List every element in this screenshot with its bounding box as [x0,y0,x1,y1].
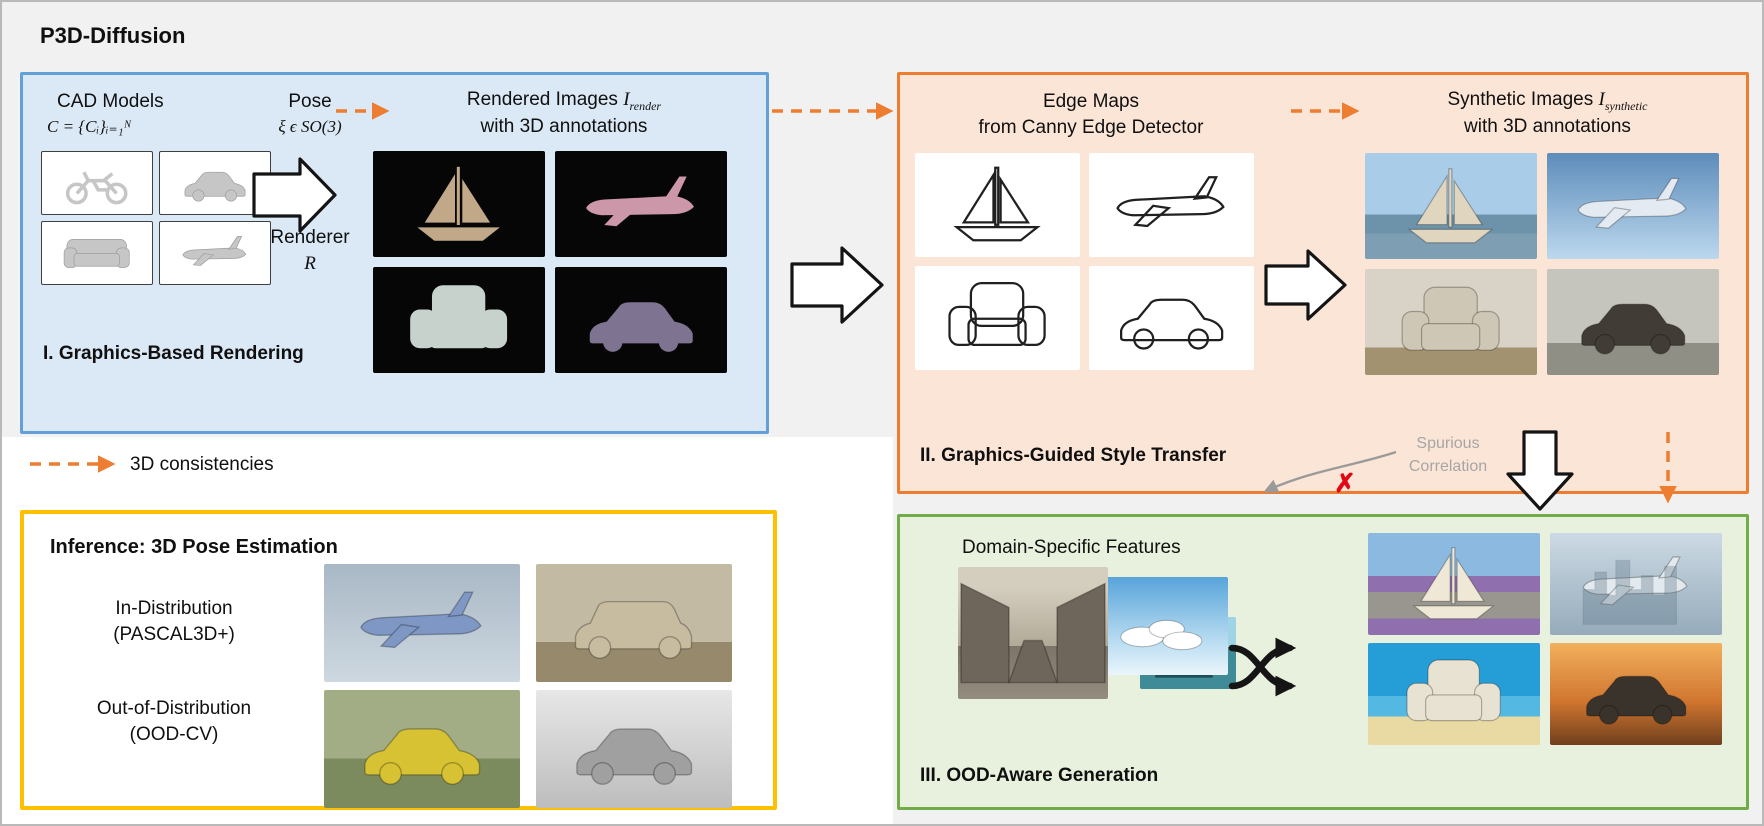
car-icon [577,278,704,363]
motorcycle-icon [56,158,137,208]
panel-graphics-guided-style-transfer: Edge Maps from Canny Edge Detector Synth… [897,72,1749,494]
armchair-icon [1390,653,1517,735]
synthetic-images-math-base: I [1598,89,1605,110]
sailboat-icon [936,163,1058,246]
armchair-icon [1387,280,1514,365]
indist-image-airplane [324,564,520,682]
output-image-armchair-beach [1368,643,1540,745]
panel-ood-aware-generation: Domain-Specific Features III. OOD-Aware … [897,514,1749,810]
edge-map-car [1089,266,1254,370]
sofa-icon [56,228,137,278]
synthetic-image-armchair [1365,269,1537,375]
synthetic-image-airplane [1547,153,1719,259]
feature-image-sky [1096,577,1228,675]
car-icon [1569,280,1696,365]
renderer-math: R [304,253,316,274]
cad-model-airplane [159,221,271,285]
cad-models-heading: CAD Models [57,91,164,112]
rendered-image-airplane [555,151,727,257]
car-icon [561,702,706,796]
panel1-label: I. Graphics-Based Rendering [43,343,304,364]
car-icon [1572,653,1699,735]
synthetic-image-car [1547,269,1719,375]
cad-model-motorcycle [41,151,153,215]
domain-specific-features-heading: Domain-Specific Features [962,537,1181,558]
spurious-correlation-note: Spurious Correlation [1388,432,1508,478]
spurious-line1: Spurious [1416,435,1480,452]
airplane-icon [349,576,494,670]
block-arrow-panel1-to-panel2 [790,246,884,324]
edge-map-armchair [915,266,1080,370]
car-icon [1110,276,1232,359]
ood-image-car-in-snow [536,690,732,808]
indist-image-station-wagon [536,564,732,682]
in-distribution-line1: In-Distribution [115,598,233,619]
airplane-icon [1569,164,1696,249]
ood-image-sports-car [324,690,520,808]
legend-3d-consistencies: 3D consistencies [130,454,274,475]
ood-label: Out-of-Distribution (OOD-CV) [49,696,299,747]
synthetic-image-sailboat [1365,153,1537,259]
panel2-label: II. Graphics-Guided Style Transfer [920,445,1227,466]
car-icon [174,158,255,208]
rendered-images-math-sub: render [629,98,662,113]
feature-image-street [958,567,1108,699]
rendered-images-heading: Rendered Images Irender with 3D annotati… [368,87,760,140]
in-distribution-line2: (PASCAL3D+) [113,623,235,645]
panel-inference-3d-pose-estimation: Inference: 3D Pose Estimation In-Distrib… [20,510,777,810]
synthetic-images-heading-line2: with 3D annotations [1464,115,1631,137]
cad-models-math: C = {Cᵢ}ᵢ₌₁ᴺ [47,117,132,136]
cloud-icon [1113,587,1211,665]
armchair-icon [395,278,522,363]
rendered-images-math-base: I [623,89,630,110]
rendered-images-heading-text: Rendered Images [466,89,618,110]
alley-icon [958,567,1108,699]
edge-map-airplane [1089,153,1254,257]
figure-title: P3D-Diffusion [40,23,186,48]
station-wagon-icon [561,576,706,670]
pose-math: ξ ϵ SO(3) [278,117,342,136]
synthetic-images-math-sub: synthetic [1604,98,1648,113]
rendered-image-car [555,267,727,373]
rendered-image-sailboat [373,151,545,257]
sailboat-icon [395,162,522,247]
output-image-airplane-snow [1550,533,1722,635]
edge-maps-heading-line1: Edge Maps [1042,91,1140,112]
edge-maps-heading: Edge Maps from Canny Edge Detector [915,89,1267,140]
sailboat-icon [1390,543,1517,625]
output-image-sailboat-road [1368,533,1540,635]
edge-map-sailboat [915,153,1080,257]
spurious-line2: Correlation [1408,458,1488,476]
cad-model-sofa [41,221,153,285]
rendered-image-armchair [373,267,545,373]
sailboat-icon [1387,164,1514,249]
synthetic-images-heading: Synthetic Images Isynthetic with 3D anno… [1355,87,1740,140]
airplane-icon [577,162,704,247]
panel3-label: III. OOD-Aware Generation [920,765,1159,786]
ood-line1: Out-of-Distribution [96,698,252,719]
car-icon [349,702,494,796]
output-image-car-sunset [1550,643,1722,745]
airplane-icon [1110,163,1232,246]
in-distribution-label: In-Distribution (PASCAL3D+) [49,596,299,647]
red-cross-icon: ✗ [1334,468,1356,498]
ood-line2: (OOD-CV) [129,723,219,745]
city-skyline-icon [1572,543,1699,625]
pose-heading: Pose [288,91,332,112]
synthetic-images-heading-text: Synthetic Images [1447,89,1594,110]
inference-heading: Inference: 3D Pose Estimation [50,536,338,558]
renderer-label: Renderer [270,227,350,248]
cad-model-car [159,151,271,215]
rendered-images-heading-line2: with 3D annotations [480,115,648,137]
edge-maps-heading-line2: from Canny Edge Detector [978,116,1204,138]
armchair-icon [936,276,1058,359]
panel-graphics-based-rendering: CAD Models C = {Cᵢ}ᵢ₌₁ᴺ Pose ξ ϵ SO(3) R… [20,72,769,434]
